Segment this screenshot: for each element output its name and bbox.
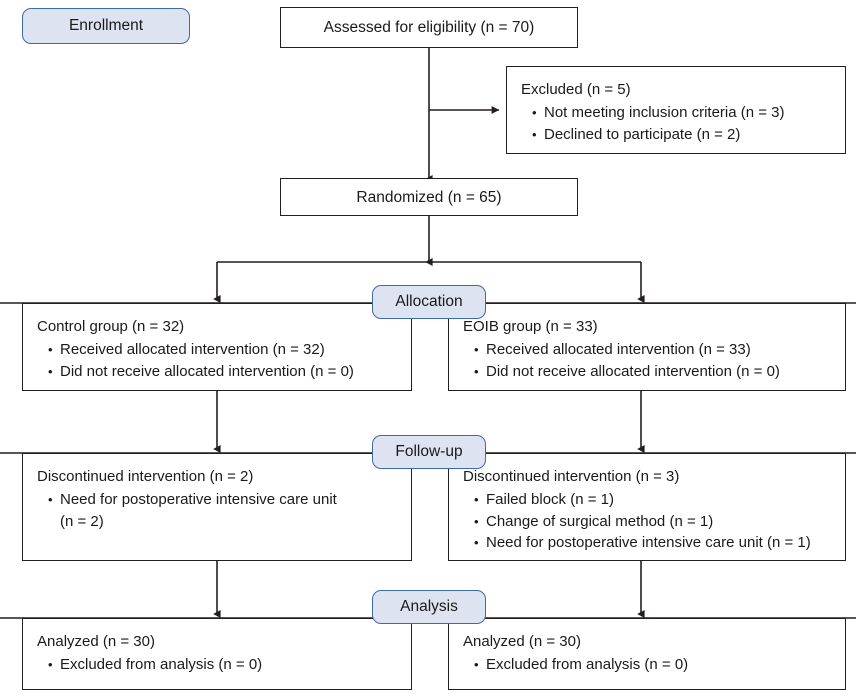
node-followup-left-title: Discontinued intervention (n = 2) [37, 468, 254, 485]
stage-pill-analysis-label: Analysis [400, 598, 458, 615]
node-excluded-title: Excluded (n = 5) [521, 81, 631, 98]
stage-pill-enrollment-label: Enrollment [68, 17, 144, 34]
list-item: Not meeting inclusion criteria (n = 3) [532, 102, 831, 124]
node-allocation-right-bullets: Received allocated intervention (n = 33)… [463, 339, 831, 382]
stage-pill-analysis[interactable]: Analysis [372, 590, 486, 624]
list-item: Change of surgical method (n = 1) [474, 511, 831, 533]
stage-pill-allocation-label: Allocation [395, 293, 463, 310]
node-excluded: Excluded (n = 5) Not meeting inclusion c… [506, 66, 846, 154]
node-allocation-left-title: Control group (n = 32) [37, 318, 185, 335]
stage-pill-followup-label: Follow-up [395, 443, 463, 460]
node-analysis-right-bullets: Excluded from analysis (n = 0) [463, 654, 831, 676]
node-allocation-control-group: Control group (n = 32) Received allocate… [22, 303, 412, 391]
node-allocation-right-title: EOIB group (n = 33) [463, 318, 598, 335]
node-analysis-eoib-group: Analyzed (n = 30) Excluded from analysis… [448, 618, 846, 690]
node-excluded-bullets: Not meeting inclusion criteria (n = 3) D… [521, 102, 831, 145]
node-randomized: Randomized (n = 65) [280, 178, 578, 216]
node-assessed-title: Assessed for eligibility (n = 70) [323, 19, 535, 36]
list-item: Received allocated intervention (n = 33) [474, 339, 831, 361]
list-item: Did not receive allocated intervention (… [48, 361, 397, 383]
node-allocation-eoib-group: EOIB group (n = 33) Received allocated i… [448, 303, 846, 391]
list-item: Excluded from analysis (n = 0) [474, 654, 831, 676]
node-analysis-left-bullets: Excluded from analysis (n = 0) [37, 654, 397, 676]
node-assessed-for-eligibility: Assessed for eligibility (n = 70) [280, 7, 578, 48]
node-followup-control-group: Discontinued intervention (n = 2) Need f… [22, 453, 412, 561]
stage-pill-followup[interactable]: Follow-up [372, 435, 486, 469]
node-followup-left-bullets: Need for postoperative intensive care un… [37, 489, 397, 532]
list-item: Need for postoperative intensive care un… [48, 489, 397, 532]
node-followup-eoib-group: Discontinued intervention (n = 3) Failed… [448, 453, 846, 561]
stage-pill-enrollment[interactable]: Enrollment [22, 8, 190, 44]
node-analysis-right-title: Analyzed (n = 30) [463, 633, 581, 650]
list-item: Declined to participate (n = 2) [532, 124, 831, 146]
node-analysis-control-group: Analyzed (n = 30) Excluded from analysis… [22, 618, 412, 690]
stage-pill-allocation[interactable]: Allocation [372, 285, 486, 319]
node-followup-right-title: Discontinued intervention (n = 3) [463, 468, 680, 485]
list-item: Received allocated intervention (n = 32) [48, 339, 397, 361]
node-followup-right-bullets: Failed block (n = 1) Change of surgical … [463, 489, 831, 554]
node-randomized-title: Randomized (n = 65) [356, 188, 502, 206]
node-allocation-left-bullets: Received allocated intervention (n = 32)… [37, 339, 397, 382]
list-item: Failed block (n = 1) [474, 489, 831, 511]
list-item: Excluded from analysis (n = 0) [48, 654, 397, 676]
list-item: Did not receive allocated intervention (… [474, 361, 831, 383]
list-item: Need for postoperative intensive care un… [474, 532, 831, 554]
node-analysis-left-title: Analyzed (n = 30) [37, 633, 155, 650]
